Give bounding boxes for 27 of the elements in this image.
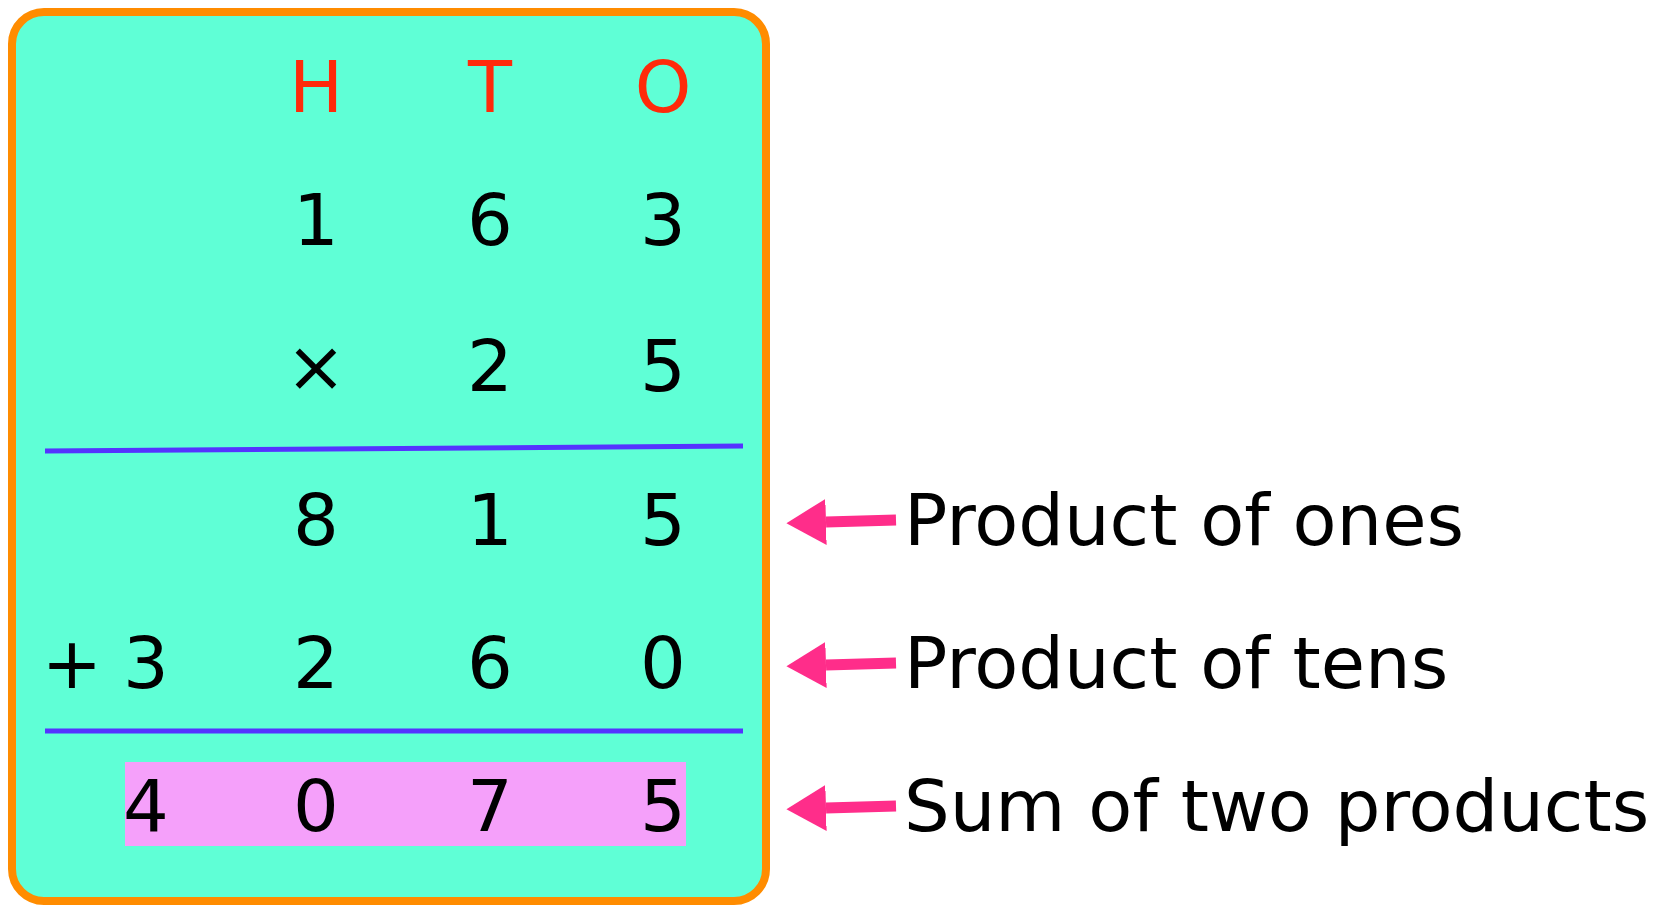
column-heading: T [468, 47, 512, 127]
digit: 2 [467, 326, 513, 406]
arrow [786, 498, 897, 546]
digit: 3 [640, 180, 686, 260]
digit: 8 [293, 480, 339, 560]
digit: 2 [293, 623, 339, 703]
digit: 0 [640, 623, 686, 703]
digit: 5 [640, 326, 686, 406]
digit: 5 [640, 480, 686, 560]
column-heading: O [634, 47, 692, 127]
column-heading: H [288, 47, 344, 127]
annotation-text: Sum of two products [904, 764, 1650, 848]
annotation-text: Product of ones [904, 478, 1465, 562]
digit: 3 [123, 623, 169, 703]
digit: 1 [467, 480, 513, 560]
digit: 7 [467, 766, 513, 846]
digit: 6 [467, 623, 513, 703]
digit: 5 [640, 766, 686, 846]
plus-sign: + [41, 623, 103, 703]
digit: × [285, 326, 347, 406]
digit: 6 [467, 180, 513, 260]
digit: 0 [293, 766, 339, 846]
annotation-text: Product of tens [904, 621, 1449, 705]
digit: 1 [293, 180, 339, 260]
arrow [786, 784, 897, 832]
arrow [786, 641, 897, 689]
digit: 4 [123, 766, 169, 846]
